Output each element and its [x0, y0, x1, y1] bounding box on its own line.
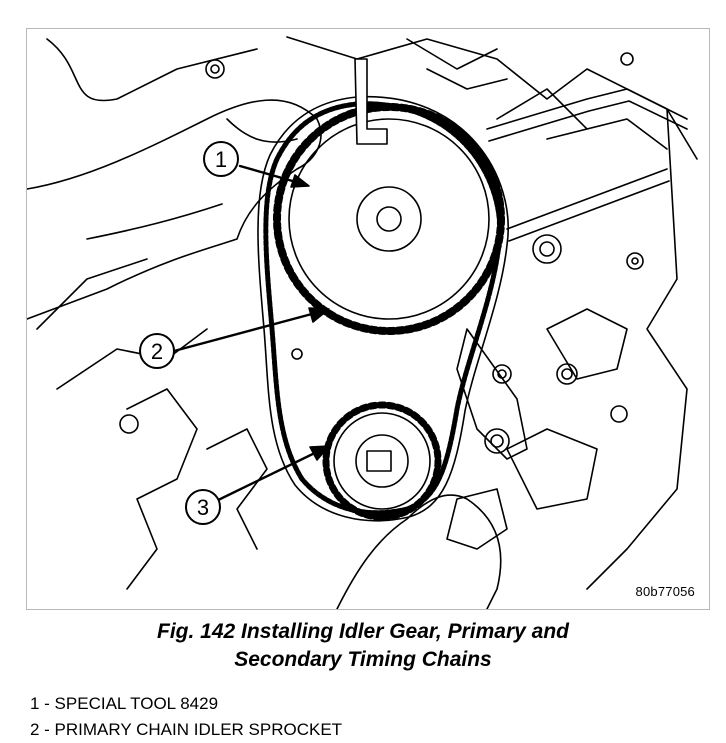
engine-timing-illustration: 1 2 3: [27, 36, 698, 609]
callout-3-arrow: [208, 447, 325, 506]
bolt: [610, 405, 628, 423]
figure-frame: 1 2 3 80b77056: [26, 28, 710, 610]
callout-2-label: 2: [151, 339, 163, 364]
secondary-chain-lower: [506, 168, 668, 230]
bolt: [291, 348, 303, 360]
crankshaft-sprocket: [322, 401, 442, 521]
caption-line-1: Fig. 142 Installing Idler Gear, Primary …: [157, 620, 569, 643]
special-tool-8429: [288, 118, 490, 320]
legend-item: 1 - SPECIAL TOOL 8429: [30, 694, 219, 713]
bolt: [556, 363, 578, 385]
bolt: [205, 59, 225, 79]
legend-item: 2 - PRIMARY CHAIN IDLER SPROCKET: [30, 720, 343, 739]
caption-line-2: Secondary Timing Chains: [234, 648, 492, 671]
bolt: [626, 252, 644, 270]
figure-code: 80b77056: [635, 584, 695, 599]
callout-3-circle: [185, 489, 221, 525]
callout-3-label: 3: [197, 495, 209, 520]
chain-tensioner: [456, 328, 528, 460]
left-hand: [27, 99, 322, 320]
bolt: [532, 234, 562, 264]
callout-2-arrow: [172, 309, 325, 353]
bolt: [119, 414, 139, 434]
secondary-chain-upper: [486, 88, 688, 130]
callout-2-circle: [139, 333, 175, 369]
tool-handle: [354, 58, 388, 145]
bolt: [492, 364, 512, 384]
figure-caption: Fig. 142 Installing Idler Gear, Primary …: [0, 618, 726, 674]
bolt: [620, 52, 634, 66]
legend-list: 1 - SPECIAL TOOL 8429 2 - PRIMARY CHAIN …: [30, 691, 342, 743]
callout-1-label: 1: [215, 147, 227, 172]
callout-1-circle: [203, 141, 239, 177]
idler-sprocket-teeth: [273, 103, 505, 335]
bolt: [484, 428, 510, 454]
right-hand: [336, 494, 502, 609]
